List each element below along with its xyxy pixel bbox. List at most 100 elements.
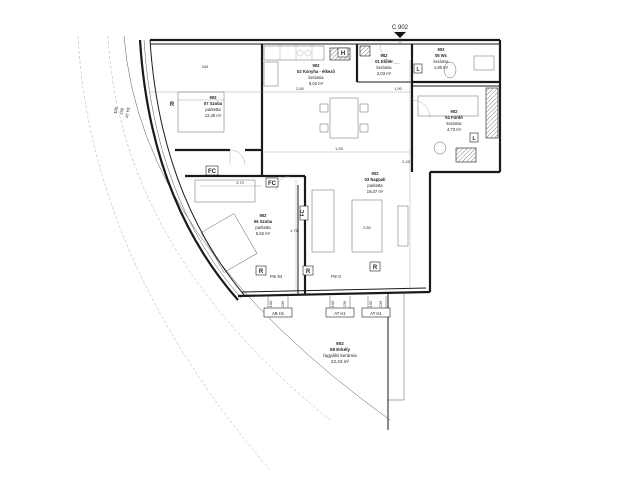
- dim-text-1: 345: [202, 64, 209, 69]
- room-label-07: 902 07 Szoba parketta 12,48 m²: [204, 95, 223, 118]
- bath-sink: [433, 141, 447, 155]
- tag-fc-3: FC: [299, 205, 309, 221]
- window-tag-1: AB H1: [263, 307, 293, 318]
- svg-text:239: 239: [378, 300, 383, 307]
- wc-bowl: [443, 61, 457, 79]
- window-tag-3: AT H1: [361, 307, 391, 318]
- hob-2: [304, 49, 312, 57]
- chair-1: [319, 103, 329, 113]
- bathtub: [417, 95, 479, 117]
- tag-r-2: R: [302, 265, 314, 276]
- kitchen-counter: [263, 45, 325, 61]
- svg-text:100: 100: [368, 300, 373, 307]
- svg-text:parketta: parketta: [205, 107, 221, 112]
- svg-text:100: 100: [113, 106, 119, 114]
- dim-text-5: 3,70: [236, 180, 245, 185]
- dining-table: [329, 97, 359, 139]
- svg-text:902: 902: [372, 171, 380, 176]
- svg-text:H: H: [341, 51, 345, 57]
- svg-text:19,37 m²: 19,37 m²: [367, 189, 384, 194]
- svg-text:239: 239: [280, 300, 285, 307]
- svg-text:05 Wc: 05 Wc: [435, 53, 448, 58]
- room-label-05: 902 05 Wc kerámia 1,80 m²: [434, 47, 450, 70]
- svg-text:1,80 m²: 1,80 m²: [434, 65, 449, 70]
- svg-text:FC: FC: [208, 169, 217, 175]
- svg-text:12,48 m²: 12,48 m²: [205, 113, 222, 118]
- dim-text-3: 1,90: [394, 86, 403, 91]
- tag-r-room7: R: [170, 102, 175, 108]
- room-label-02: 902 02 Konyha - étkező kerámia 8,02 m²: [297, 63, 335, 86]
- tag-l-2: L: [469, 132, 479, 143]
- room-label-01: 902 01 Előtér kerámia 2,03 m²: [375, 53, 393, 76]
- bed-room6: [200, 213, 258, 273]
- svg-text:L: L: [416, 67, 419, 73]
- height-pm94: Pm 94: [270, 274, 283, 279]
- door-swing-bath: [411, 99, 431, 119]
- svg-text:FC: FC: [300, 209, 306, 216]
- svg-text:AT H1: AT H1: [124, 106, 131, 118]
- svg-text:902: 902: [438, 47, 446, 52]
- svg-text:01 Előtér: 01 Előtér: [375, 59, 393, 64]
- svg-text:fagyálló kerámia: fagyálló kerámia: [323, 353, 357, 358]
- sofa: [311, 189, 335, 253]
- chair-3: [359, 103, 369, 113]
- shaft-hatch-2: [485, 87, 499, 139]
- svg-text:8,02 m²: 8,02 m²: [309, 81, 324, 86]
- svg-text:8,62 m²: 8,62 m²: [256, 231, 271, 236]
- tag-r-3: R: [369, 261, 381, 272]
- svg-text:04 Fürdő: 04 Fürdő: [445, 115, 463, 120]
- tv-unit: [397, 205, 409, 247]
- room-label-04: 902 04 Fürdő kerámia 4,73 m²: [445, 109, 463, 132]
- svg-text:100: 100: [330, 300, 335, 307]
- tag-r-1: R: [255, 265, 267, 276]
- shaft-hatch-3: [455, 147, 477, 163]
- chair-2: [319, 123, 329, 133]
- svg-text:AT H1: AT H1: [370, 311, 382, 316]
- door-swing-room7: [229, 149, 246, 166]
- dim-text-7: 2,45: [402, 159, 411, 164]
- svg-text:239: 239: [119, 107, 125, 115]
- facade-hatch: [143, 39, 242, 299]
- dim-window-1: 100 239: [268, 300, 285, 307]
- bed-room7: [177, 91, 225, 133]
- svg-text:FC: FC: [268, 181, 277, 187]
- shaft-hatch-1: [359, 45, 371, 57]
- curved-facade-inner: [149, 39, 246, 297]
- window-tag-2: AT H1: [325, 307, 355, 318]
- dim-text-6: 2,80: [363, 225, 372, 230]
- svg-text:902: 902: [313, 63, 321, 68]
- svg-text:kerámia: kerámia: [377, 65, 393, 70]
- side-note: 100 239 AT H1: [113, 106, 131, 118]
- room-label-08: 902 08 Erkély fagyálló kerámia 22,43 m²: [323, 341, 357, 364]
- door-swing-entry: [379, 43, 401, 65]
- svg-text:239: 239: [342, 300, 347, 307]
- tag-fc-1: FC: [205, 165, 219, 176]
- svg-text:parketta: parketta: [367, 183, 383, 188]
- svg-text:kerámia: kerámia: [309, 75, 325, 80]
- svg-text:902: 902: [451, 109, 459, 114]
- svg-text:R: R: [373, 265, 378, 271]
- svg-text:AT H1: AT H1: [334, 311, 346, 316]
- section-mark: C 902: [392, 25, 409, 31]
- height-pm0: Pm 0: [331, 274, 341, 279]
- door-swing-room6: [275, 175, 291, 191]
- dim-text-8: 1,75: [290, 228, 299, 233]
- svg-text:02 Konyha - étkező: 02 Konyha - étkező: [297, 69, 335, 74]
- svg-text:parketta: parketta: [255, 225, 271, 230]
- tag-l-1: L: [413, 63, 423, 74]
- svg-text:22,43 m²: 22,43 m²: [331, 359, 350, 364]
- svg-text:07 Szoba: 07 Szoba: [204, 101, 223, 106]
- room-label-03: 902 03 Nappali parketta 19,37 m²: [365, 171, 386, 194]
- svg-text:2,03 m²: 2,03 m²: [377, 71, 392, 76]
- svg-text:100: 100: [268, 300, 273, 307]
- hob-1: [296, 49, 304, 57]
- svg-text:kerámia: kerámia: [447, 121, 463, 126]
- svg-text:4,73 m²: 4,73 m²: [447, 127, 462, 132]
- svg-text:06 Szoba: 06 Szoba: [254, 219, 273, 224]
- outer-dashed-arc-2: [107, 35, 331, 421]
- svg-text:902: 902: [336, 341, 344, 346]
- curved-facade-outer: [138, 39, 239, 301]
- svg-text:08 Erkély: 08 Erkély: [330, 347, 351, 352]
- wc-sink: [473, 55, 495, 71]
